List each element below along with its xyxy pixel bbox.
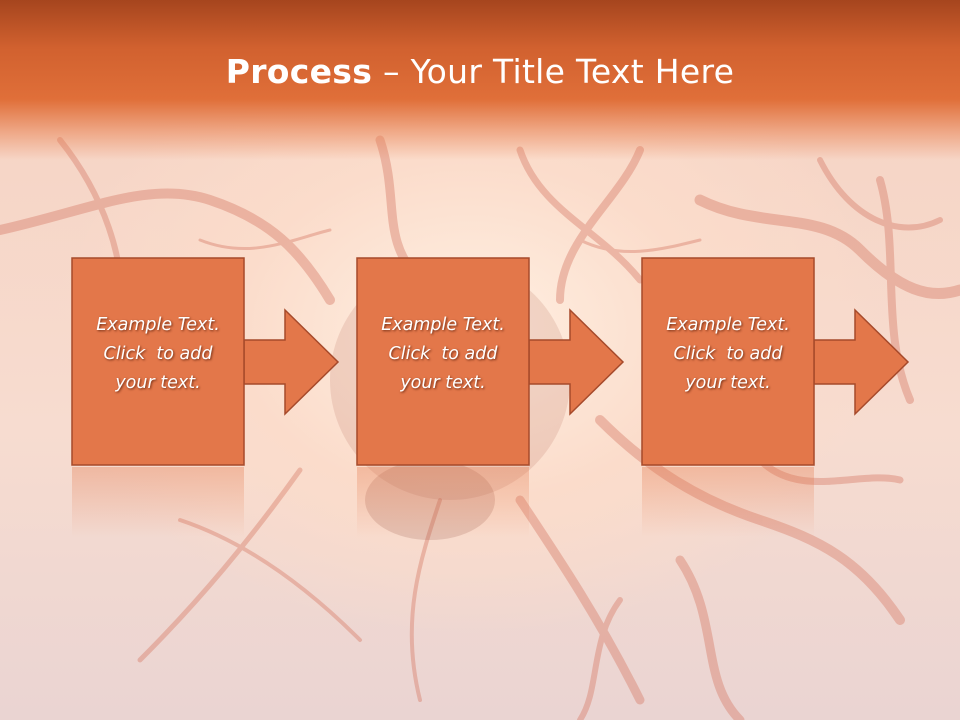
- step-2-arrow: [528, 308, 625, 416]
- step-1-reflection: [72, 467, 244, 537]
- step-2-reflection: [357, 467, 529, 537]
- step-3-line-3: your text.: [685, 373, 771, 393]
- step-2-line-3: your text.: [400, 373, 486, 393]
- slide-title[interactable]: Process – Your Title Text Here: [0, 52, 960, 91]
- title-bold: Process: [225, 52, 373, 91]
- process-step-2[interactable]: [356, 257, 625, 466]
- step-3-line-1: Example Text.: [666, 315, 790, 335]
- title-rest: Your Title Text Here: [410, 52, 735, 91]
- step-3-box: [641, 257, 815, 466]
- step-1-arrow: [243, 308, 340, 416]
- title-band: [0, 0, 960, 160]
- step-1-line-1: Example Text.: [96, 315, 220, 335]
- step-3-arrow: [813, 308, 910, 416]
- step-1-text[interactable]: Example Text. Click to add your text.: [72, 311, 244, 398]
- step-3-line-2: Click to add: [673, 344, 783, 364]
- step-1-box: [71, 257, 245, 466]
- step-1-line-3: your text.: [115, 373, 201, 393]
- step-2-line-2: Click to add: [388, 344, 498, 364]
- process-step-1[interactable]: [71, 257, 340, 466]
- step-3-text[interactable]: Example Text. Click to add your text.: [642, 311, 814, 398]
- step-3-reflection: [642, 467, 814, 537]
- step-2-line-1: Example Text.: [381, 315, 505, 335]
- step-2-text[interactable]: Example Text. Click to add your text.: [357, 311, 529, 398]
- title-dash: –: [372, 52, 411, 91]
- process-step-3[interactable]: [641, 257, 910, 466]
- step-1-line-2: Click to add: [103, 344, 213, 364]
- step-2-box: [356, 257, 530, 466]
